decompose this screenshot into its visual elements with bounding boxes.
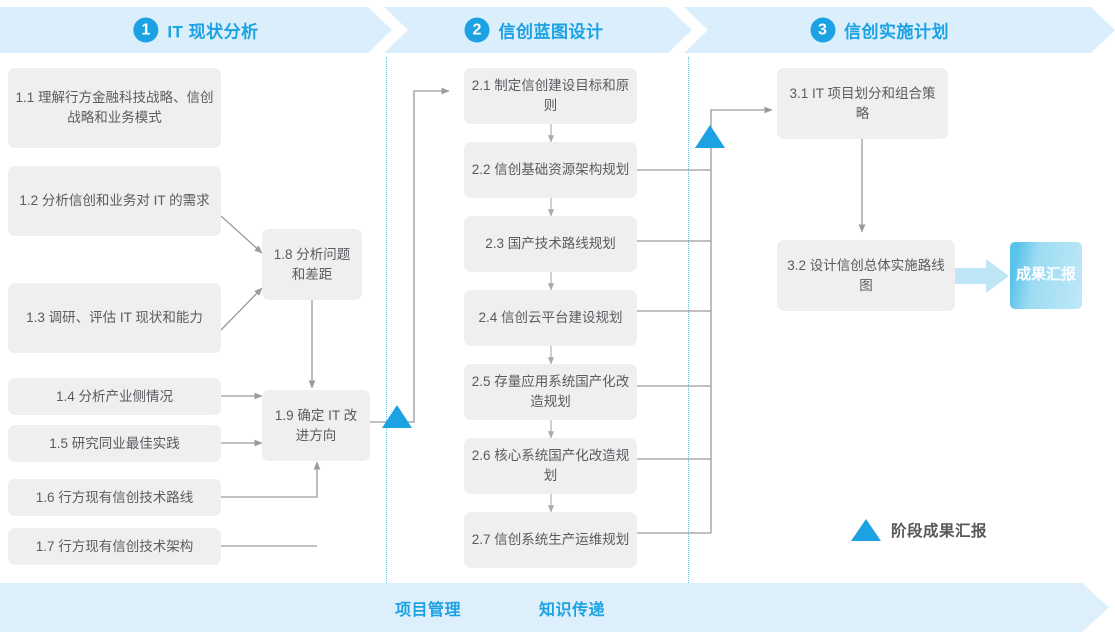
task-label-2-1: 2.1 制定信创建设目标和原则 [471,78,630,113]
milestone-triangle-phase1 [382,405,412,428]
phase-number-2: 2 [464,17,490,43]
phase-title-1: IT 现状分析 [167,22,259,42]
task-label-1-6: 1.6 行方现有信创技术路线 [35,489,194,505]
task-label-1-8: 1.8 分析问题和差距 [273,246,351,282]
phase-band-2: 2 信创蓝图设计 [384,7,692,53]
task-label-1-2: 1.2 分析信创和业务对 IT 的需求 [19,193,210,209]
task-label-1-5: 1.5 研究同业最佳实践 [49,435,180,451]
task-label-2-6: 2.6 核心系统国产化改造规划 [471,448,630,483]
task-box-2-2[interactable]: 2.2 信创基础资源架构规划 [464,142,637,198]
task-box-2-3[interactable]: 2.3 国产技术路线规划 [464,216,637,272]
triangle-icon [851,519,881,541]
task-label-3-1: 3.1 IT 项目划分和组合策略 [789,85,936,121]
legend: 阶段成果汇报 [851,519,987,541]
task-label-2-5: 2.5 存量应用系统国产化改造规划 [471,374,630,409]
phase-divider-2 [688,57,689,583]
task-label-2-7: 2.7 信创系统生产运维规划 [471,532,630,548]
milestone-triangle-phase2 [695,125,725,148]
phase-band-3: 3 信创实施计划 [684,7,1115,53]
task-box-1-7[interactable]: 1.7 行方现有信创技术架构 [8,528,221,565]
task-box-1-1[interactable]: 1.1 理解行方金融科技战略、信创战略和业务模式 [8,68,221,148]
task-box-2-4[interactable]: 2.4 信创云平台建设规划 [464,290,637,346]
phase-divider-1 [386,57,387,583]
task-box-3-2[interactable]: 3.2 设计信创总体实施路线图 [777,240,955,311]
phase-title-3: 信创实施计划 [844,22,949,42]
task-label-1-3: 1.3 调研、评估 IT 现状和能力 [26,310,203,326]
legend-label: 阶段成果汇报 [891,523,988,540]
task-label-1-4: 1.4 分析产业侧情况 [55,388,174,404]
task-box-1-8[interactable]: 1.8 分析问题和差距 [262,229,362,300]
task-box-3-1[interactable]: 3.1 IT 项目划分和组合策略 [777,68,948,139]
task-label-1-7: 1.7 行方现有信创技术架构 [35,538,194,554]
task-box-1-3[interactable]: 1.3 调研、评估 IT 现状和能力 [8,283,221,353]
phase-number-1: 1 [133,17,159,43]
task-box-2-1[interactable]: 2.1 制定信创建设目标和原则 [464,68,637,124]
task-label-2-3: 2.3 国产技术路线规划 [485,236,616,252]
task-label-1-1: 1.1 理解行方金融科技战略、信创战略和业务模式 [15,90,214,125]
phase-title-2: 信创蓝图设计 [498,22,604,42]
result-report-box[interactable]: 成果汇报 [1010,242,1082,309]
result-report-label: 成果汇报 [1015,266,1076,284]
task-box-1-5[interactable]: 1.5 研究同业最佳实践 [8,425,221,462]
task-box-1-4[interactable]: 1.4 分析产业侧情况 [8,378,221,415]
task-box-2-7[interactable]: 2.7 信创系统生产运维规划 [464,512,637,568]
task-label-2-2: 2.2 信创基础资源架构规划 [471,162,630,178]
bottom-band [0,583,1109,632]
task-box-1-9[interactable]: 1.9 确定 IT 改进方向 [262,390,370,461]
task-label-3-2: 3.2 设计信创总体实施路线图 [787,257,945,293]
task-box-1-6[interactable]: 1.6 行方现有信创技术路线 [8,479,221,516]
task-box-2-5[interactable]: 2.5 存量应用系统国产化改造规划 [464,364,637,420]
phase-band-1: 1 IT 现状分析 [0,7,392,53]
phase-number-3: 3 [810,17,835,43]
task-label-2-4: 2.4 信创云平台建设规划 [478,310,623,326]
task-box-1-2[interactable]: 1.2 分析信创和业务对 IT 的需求 [8,166,221,236]
task-box-2-6[interactable]: 2.6 核心系统国产化改造规划 [464,438,637,494]
task-label-1-9: 1.9 确定 IT 改进方向 [274,407,358,443]
